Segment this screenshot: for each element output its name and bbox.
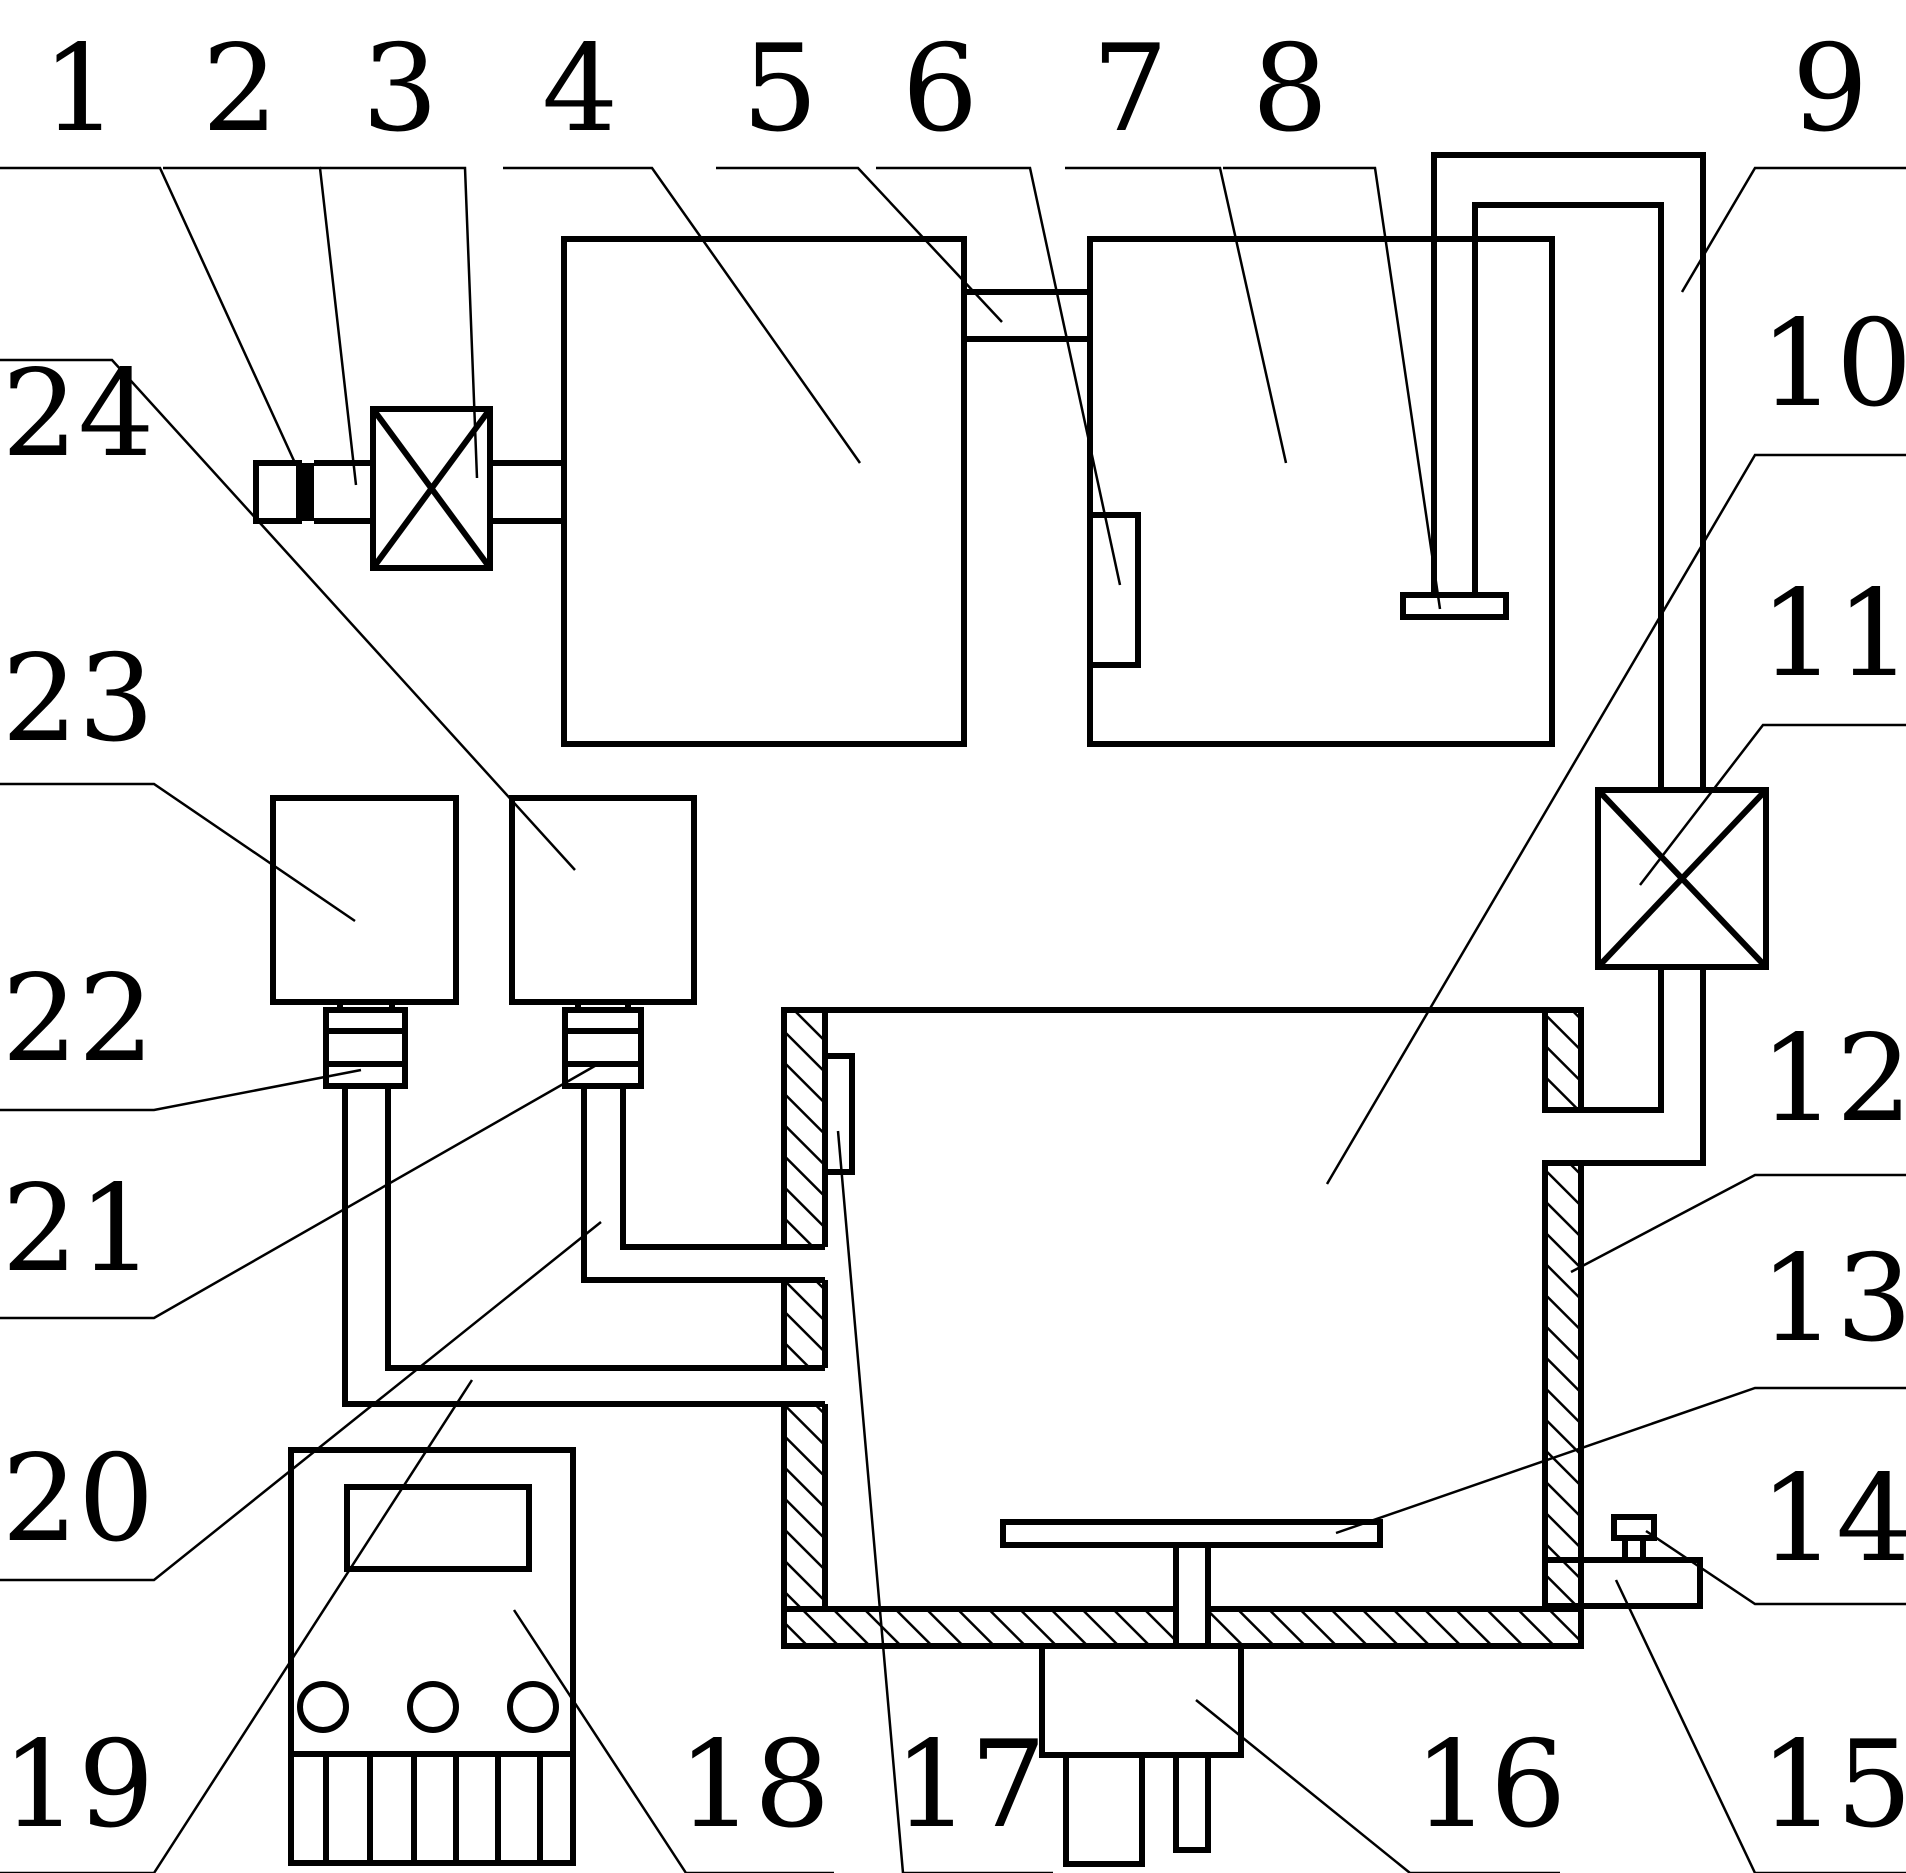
reagent-tank-23	[270, 795, 459, 1005]
feed-pipe-19	[342, 1086, 784, 1407]
label-15: 15	[1760, 1716, 1906, 1855]
tank-4	[561, 236, 967, 747]
label-9: 9	[1792, 20, 1868, 159]
label-10: 10	[1760, 295, 1906, 434]
label-24: 24	[2, 345, 155, 484]
pipe-valve-11	[1595, 787, 1769, 970]
panel-knob	[507, 1681, 559, 1733]
label-4: 4	[542, 20, 618, 159]
chamber-8	[1087, 236, 1555, 747]
pump-22	[323, 1002, 408, 1089]
reagent-tank-24	[509, 795, 697, 1005]
inlet-valve	[370, 406, 493, 571]
leader-lines	[0, 166, 1906, 1873]
label-2: 2	[202, 20, 278, 159]
pump-21	[562, 1002, 644, 1089]
pipe-valve-to-tank	[490, 460, 564, 524]
label-12: 12	[1760, 1010, 1906, 1149]
panel-display	[344, 1484, 532, 1572]
plate-in-chamber	[1400, 592, 1509, 620]
motor-16	[1039, 1643, 1244, 1867]
control-panel-18	[288, 1447, 576, 1866]
label-5: 5	[742, 20, 818, 159]
inlet-pipe	[314, 460, 373, 524]
label-16: 16	[1414, 1716, 1567, 1855]
outlet-valve-14	[1611, 1514, 1657, 1563]
sensor-17	[822, 1053, 855, 1175]
inlet-cap	[253, 460, 314, 524]
label-14: 14	[1760, 1450, 1906, 1589]
label-21: 21	[2, 1160, 155, 1299]
feed-pipe-20	[581, 1086, 784, 1283]
connecting-pipe-5	[964, 289, 1090, 342]
return-pipe-9	[1431, 152, 1706, 1166]
callout-labels: 1 2 3 4 5 6 7 8 9 10 11 12 13 14 15 16 1…	[2, 20, 1906, 1855]
label-22: 22	[2, 950, 155, 1089]
panel-knob	[297, 1681, 349, 1733]
label-8: 8	[1252, 20, 1328, 159]
label-23: 23	[2, 630, 155, 769]
label-20: 20	[2, 1430, 155, 1569]
label-19: 19	[2, 1716, 155, 1855]
label-13: 13	[1760, 1230, 1906, 1369]
label-18: 18	[678, 1716, 831, 1855]
label-6: 6	[902, 20, 978, 159]
label-11: 11	[1760, 565, 1906, 704]
side-element-7	[1087, 512, 1141, 668]
label-1: 1	[42, 20, 118, 159]
panel-knob	[407, 1681, 459, 1733]
label-17: 17	[894, 1716, 1047, 1855]
reaction-vessel	[778, 1007, 1584, 1649]
label-3: 3	[362, 20, 438, 159]
label-7: 7	[1092, 20, 1168, 159]
